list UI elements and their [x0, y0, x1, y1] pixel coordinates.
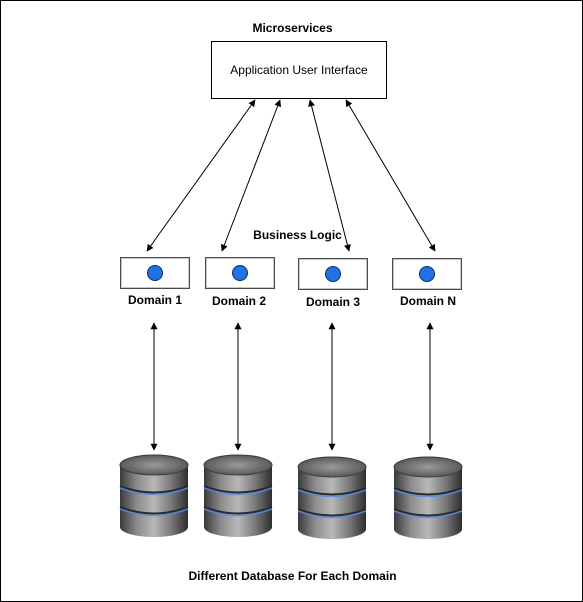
database-icon-1	[119, 454, 189, 538]
domain-2-label: Domain 2	[211, 294, 267, 308]
database-icon-3	[297, 456, 367, 540]
arrow-ui-domain-2	[220, 99, 282, 252]
arrow-ui-domain-3	[308, 99, 351, 252]
domain-box-3	[298, 258, 368, 290]
domain-box-2	[205, 257, 275, 289]
domain-n-label: Domain N	[399, 294, 457, 308]
diagram-title: Microservices	[252, 21, 333, 35]
application-ui-box: Application User Interface	[211, 41, 387, 99]
database-caption: Different Database For Each Domain	[188, 569, 397, 583]
database-icon-n	[393, 456, 463, 540]
domain-1-label: Domain 1	[127, 293, 183, 307]
domain-box-1	[120, 257, 190, 289]
application-ui-label: Application User Interface	[230, 63, 368, 77]
domain-n-dot	[419, 266, 435, 282]
domain-2-dot	[232, 265, 248, 281]
arrow-ui-domain-n	[345, 99, 436, 252]
domain-1-dot	[147, 265, 163, 281]
database-icon-2	[203, 454, 273, 538]
domain-box-n	[392, 258, 462, 290]
domain-3-label: Domain 3	[305, 295, 361, 309]
domain-3-dot	[325, 266, 341, 282]
